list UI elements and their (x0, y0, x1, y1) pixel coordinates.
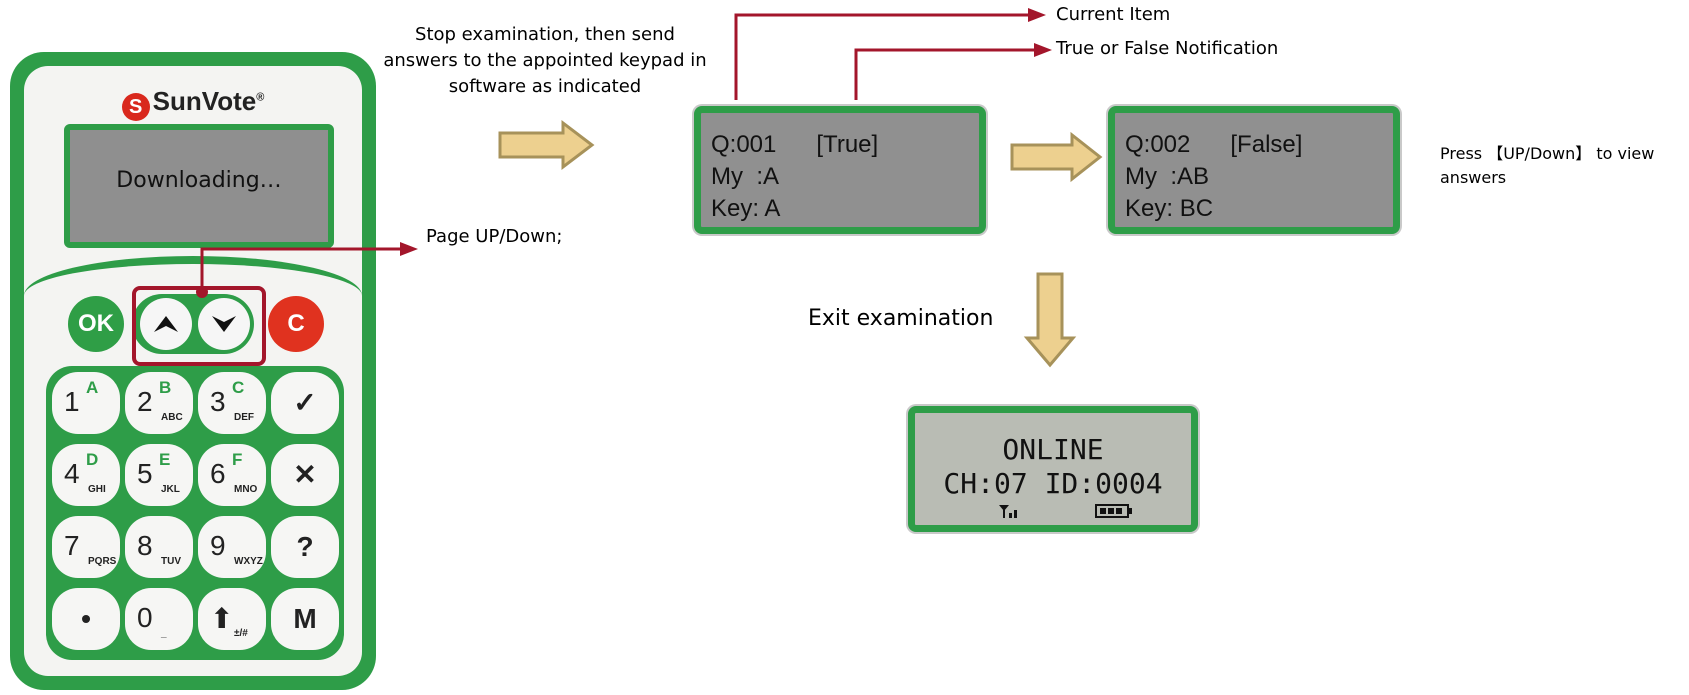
battery-icon (1095, 504, 1132, 518)
key-symbol: M (293, 603, 317, 634)
key-number: 2 (137, 386, 153, 417)
press-updown-caption: Press 【UP/Down】 to view answers (1440, 144, 1655, 187)
key-7[interactable]: ✕ (271, 444, 339, 506)
result-screen-q1: Q:001 [True] My :A Key: A (694, 106, 986, 234)
brand-registered: ® (256, 91, 265, 104)
key-3[interactable]: ✓ (271, 372, 339, 434)
chevron-down-icon (212, 316, 236, 332)
current-item-line (734, 13, 1030, 100)
page-updown-caption: Page UP/Down; (426, 226, 563, 247)
key-subletters: MNO (234, 484, 258, 495)
key-number: 4 (64, 458, 80, 489)
keypad-arc-divider (24, 256, 362, 354)
clear-button[interactable]: C (268, 296, 324, 352)
key-number: 6 (210, 458, 226, 489)
screen-q2-line2: My :AB (1125, 163, 1210, 190)
key-symbol: ✕ (293, 459, 317, 490)
flow-arrow-right-1 (498, 119, 595, 171)
key-letter: A (86, 378, 99, 397)
keypad-screen-text: Downloading… (116, 168, 282, 193)
screen-q1-line1: Q:001 [True] (711, 131, 879, 158)
key-number: 1 (64, 386, 80, 417)
key-letter: C (232, 378, 245, 397)
key-number: ⬆ (210, 603, 234, 634)
screen-q1-line2: My :A (711, 163, 780, 190)
page-down-button[interactable] (198, 298, 250, 350)
key-letter: D (86, 450, 99, 469)
chevron-up-icon (154, 316, 178, 332)
page-up-button[interactable] (140, 298, 192, 350)
channel-id: CH:07 ID:0004 (943, 467, 1163, 500)
online-screen: ONLINE CH:07 ID:0004 (908, 406, 1198, 532)
key-subletters: WXYZ (234, 556, 263, 567)
key-subletters: GHI (88, 484, 106, 495)
result-screen-q2: Q:002 [False] My :AB Key: BC (1108, 106, 1400, 234)
stop-exam-caption: Stop examination, then send answers to t… (383, 24, 707, 97)
key-number: 5 (137, 458, 153, 489)
key-number: 3 (210, 386, 226, 417)
signal-icon (999, 505, 1017, 518)
key-subletters: ±/# (234, 628, 248, 639)
brand-name: SunVote (152, 86, 257, 116)
flow-arrow-right-2 (1010, 131, 1103, 183)
exit-exam-caption: Exit examination (808, 306, 994, 331)
key-letter: B (159, 378, 172, 397)
key-15[interactable]: M (271, 588, 339, 650)
key-11[interactable]: ? (271, 516, 339, 578)
key-subletters: ABC (161, 412, 183, 423)
key-letter: E (159, 450, 171, 469)
key-number: 0 (137, 602, 153, 633)
brand-mark-icon: S (121, 93, 150, 121)
pageupdown-arrowhead (400, 242, 418, 256)
true-false-arrowhead (1034, 43, 1052, 57)
key-subletters: DEF (234, 412, 254, 423)
key-14[interactable]: ⬆±/# (198, 588, 266, 650)
true-false-caption: True or False Notification (1056, 38, 1279, 59)
true-false-line (854, 48, 1036, 100)
pageupdown-line (200, 247, 402, 292)
keypad-screen: Downloading… (64, 124, 334, 248)
key-subletters: TUV (161, 556, 181, 567)
key-symbol: ✓ (293, 387, 317, 418)
screen-q2-line1: Q:002 [False] (1125, 131, 1303, 158)
key-subletters: JKL (161, 484, 180, 495)
key-number: 7 (64, 530, 80, 561)
current-item-caption: Current Item (1056, 4, 1171, 25)
flow-arrow-down (1023, 272, 1077, 368)
key-13[interactable]: 0_ (125, 588, 193, 650)
key-subletters: PQRS (88, 556, 117, 567)
current-item-arrowhead (1028, 8, 1046, 22)
key-symbol: ? (296, 531, 314, 562)
key-letter: F (232, 450, 243, 469)
online-status: ONLINE (1002, 433, 1104, 466)
key-number: 9 (210, 530, 226, 561)
key-symbol: • (81, 603, 91, 634)
screen-q2-line3: Key: BC (1125, 195, 1214, 222)
screen-q1-line3: Key: A (711, 195, 781, 222)
key-number: 8 (137, 530, 153, 561)
key-12[interactable]: • (52, 588, 120, 650)
key-subletters: _ (161, 628, 167, 639)
ok-button[interactable]: OK (68, 296, 124, 352)
